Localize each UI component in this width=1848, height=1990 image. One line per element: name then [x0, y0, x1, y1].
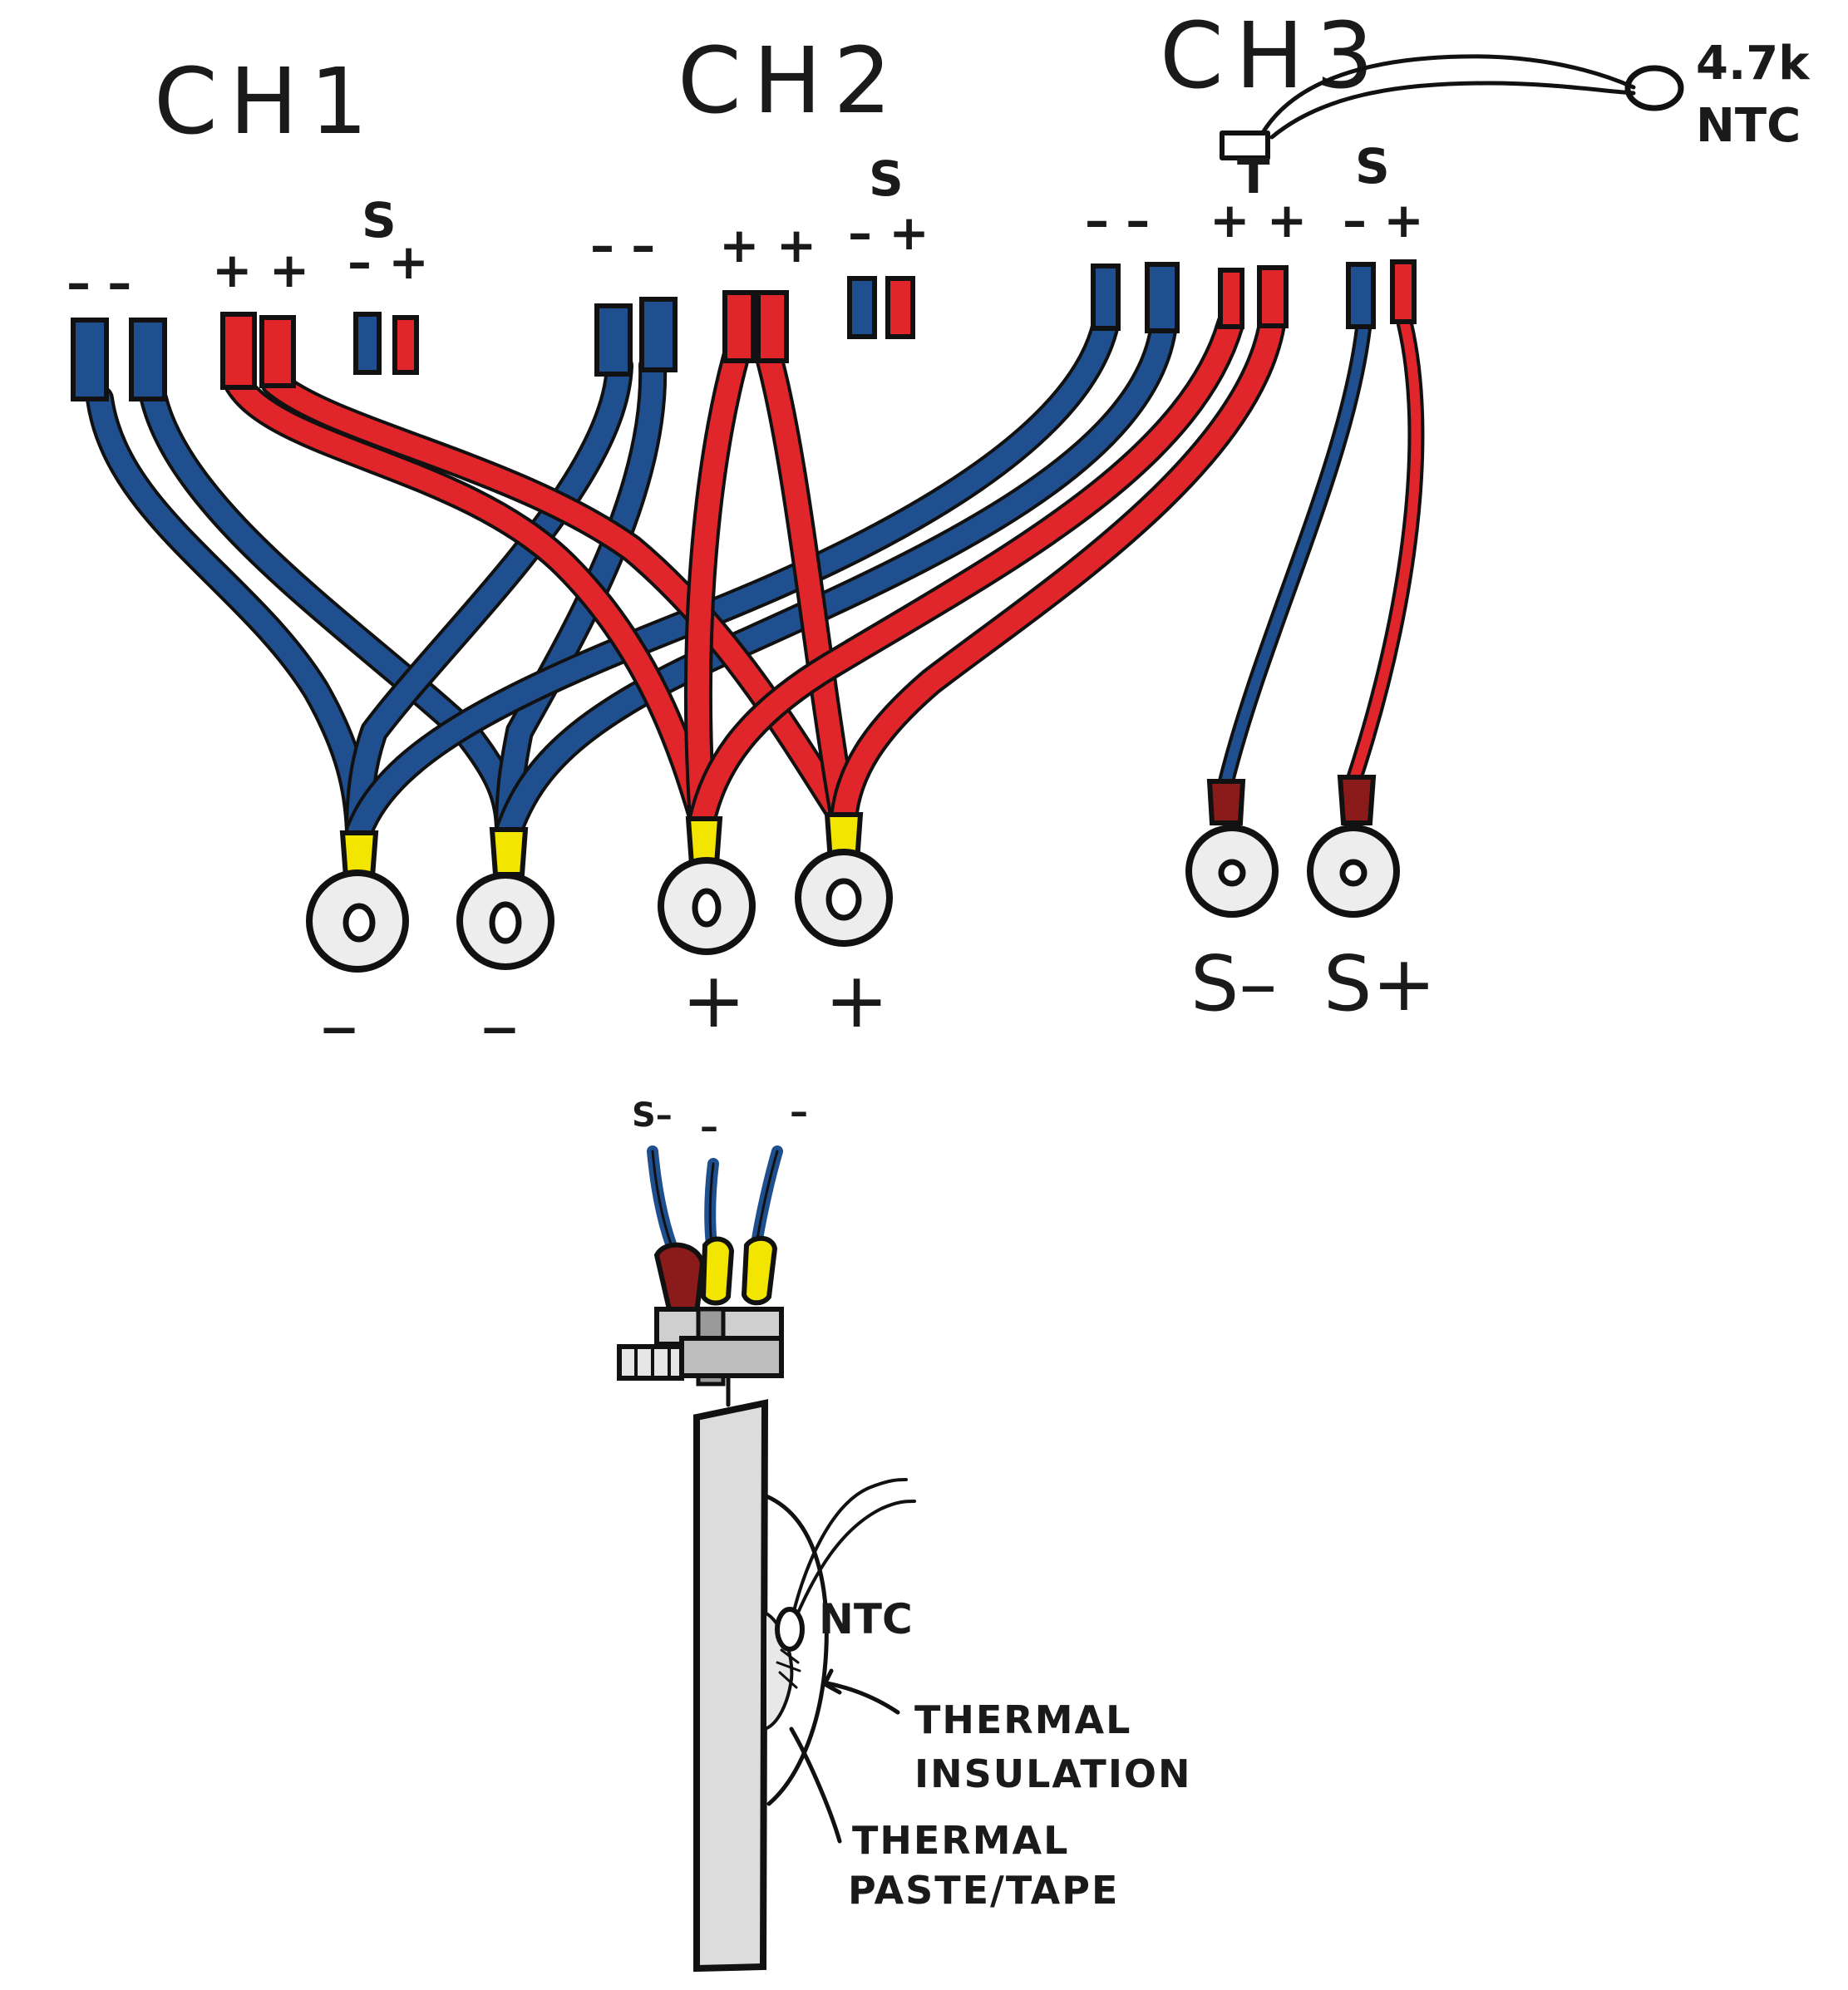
side-lug-neg-b [741, 1235, 778, 1306]
ch3-neg-pair-label: – – [1085, 192, 1150, 249]
ch2-title: CH2 [678, 27, 904, 134]
ch3-pos-pin-b [1257, 265, 1289, 328]
terminal-label: – [480, 981, 519, 1070]
lug-crimp [489, 827, 529, 877]
ring-lug-hole [692, 888, 722, 928]
wire-ch3-pos-a [692, 313, 1241, 830]
wire-ch1-pos-a [226, 372, 713, 830]
ch2-sense-pair-label: – + [848, 204, 929, 261]
ch1-pos-pin-a [220, 312, 257, 390]
ring-terminals [306, 775, 1400, 973]
ch3-sense-pos-pin [1390, 259, 1417, 324]
wire-ch2-pos-b [758, 347, 855, 830]
ntc-value-label: 4.7k [1696, 37, 1811, 91]
connector-pins [71, 259, 1417, 401]
nut [679, 1336, 784, 1378]
ring-terminal [1185, 779, 1279, 918]
bus-bar [693, 1399, 769, 1973]
ch2-pos-pin-a [722, 290, 756, 363]
ch3-sense-neg-pin [1346, 262, 1376, 329]
thermal-insulation [764, 1494, 829, 1806]
ring-terminal [1307, 775, 1400, 918]
ch1-pos-pair-label: + + [212, 242, 309, 298]
bottom-side-view: S– – – NTC [617, 1091, 1192, 1973]
ch2-neg-pair-label: – – [590, 217, 655, 273]
ch1-pos-pin-b [259, 315, 296, 388]
insulation-label-line2: INSULATION [914, 1751, 1192, 1796]
ch2-neg-pin-b [639, 297, 678, 372]
lug-crimp [1206, 779, 1246, 825]
wire-ch3-neg-b [498, 313, 1175, 842]
ch1-neg-pair-label: – – [67, 254, 131, 311]
ch3-pos-pair-label: + + [1210, 192, 1307, 249]
ch3-sense-pair-label: – + [1343, 192, 1424, 249]
ch3-neg-pin-a [1091, 264, 1121, 331]
ch3-pos-pin-a [1218, 268, 1244, 329]
ch3-neg-pin-b [1145, 262, 1180, 333]
ring-terminal [306, 830, 409, 973]
ch3-t-pin-label: T [1237, 148, 1270, 204]
ch3-sense-s-label: S [1355, 138, 1390, 195]
ch1-sense-s-label: S [362, 192, 397, 249]
ch1-sense-pair-label: – + [347, 234, 429, 290]
terminal-label: – [320, 981, 358, 1070]
wires [86, 310, 1425, 845]
ring-lug-hole [489, 901, 522, 944]
ch1-neg-pin-a [71, 318, 109, 401]
terminal-label: S– [1190, 939, 1277, 1028]
wire-ch2-pos-a [687, 347, 747, 830]
ring-terminal [658, 816, 756, 955]
terminal-label: S+ [1323, 939, 1436, 1028]
ch2-pos-pair-label: + + [719, 217, 816, 273]
ch2-sense-pos-pin [885, 276, 915, 339]
ch1-neg-pin-b [129, 318, 167, 401]
wire-ch1-pos-b [264, 372, 855, 830]
ch1-sense-pos-pin [392, 315, 419, 375]
ntc-bead [775, 1607, 805, 1652]
ch1-title: CH1 [154, 48, 380, 155]
terminal-label: + [682, 956, 746, 1045]
side-lug-neg-a [700, 1236, 735, 1306]
ch2-sense-s-label: S [869, 150, 904, 207]
ring-lug-hole [1218, 859, 1246, 887]
wire-ch3-pos-b [833, 313, 1283, 830]
wire-ch2-neg-a [348, 355, 630, 842]
wire-ch3-sense-neg [1221, 323, 1368, 786]
insulation-label-line1: THERMAL [914, 1697, 1131, 1742]
ring-terminal [795, 812, 893, 947]
ring-lug-hole [825, 878, 862, 921]
ch1-sense-neg-pin [353, 312, 382, 375]
ring-terminal [456, 827, 554, 970]
side-wire-label: – [700, 1106, 718, 1148]
ntc-probe-top: T 4.7k NTC [1220, 37, 1811, 204]
ring-lug-hole [1339, 859, 1368, 887]
ch2-neg-pin-a [594, 303, 633, 377]
side-wire-label: – [790, 1091, 808, 1133]
terminal-label: + [825, 956, 889, 1045]
ch2-sense-neg-pin [847, 276, 877, 339]
paste-label-line1: THERMAL [852, 1818, 1069, 1863]
wire-ch3-sense-pos [1348, 319, 1422, 786]
side-wire-label: S– [632, 1096, 673, 1135]
ntc-type-label: NTC [1696, 99, 1801, 153]
ch2-pos-pin-b [756, 290, 789, 363]
paste-label-line2: PASTE/TAPE [848, 1868, 1119, 1913]
side-ntc-label: NTC [819, 1595, 913, 1643]
ch3-title: CH3 [1160, 2, 1386, 109]
ring-lug-hole [342, 903, 376, 943]
bolt-end [617, 1344, 684, 1381]
wire-ch3-neg-a [348, 313, 1116, 842]
lug-crimp [1337, 775, 1377, 825]
thermistor-connector [1220, 131, 1270, 160]
